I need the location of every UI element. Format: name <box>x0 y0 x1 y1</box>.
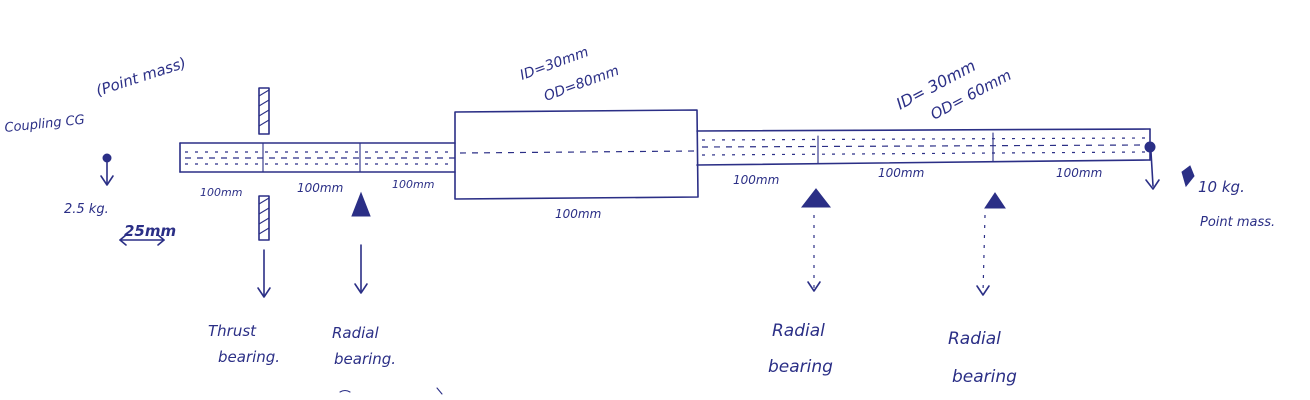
radial-bearing-1-icon <box>351 191 371 294</box>
right-shaft <box>696 128 1151 166</box>
coupling-mass: 2.5 kg. <box>64 202 109 217</box>
radial-bearing-1-label-line2: bearing. <box>334 350 396 368</box>
seg6-dimension: 100mm <box>878 166 924 180</box>
thrust-bearing-label-line2: bearing. <box>218 348 280 366</box>
offset-dimension-arrow <box>119 234 165 246</box>
radial-bearing-2-label-line2: bearing <box>768 357 833 377</box>
seg2-dimension: 100mm <box>297 181 343 195</box>
left-shaft <box>179 142 456 173</box>
radial-bearing-3-label-line2: bearing <box>952 367 1017 387</box>
radial-bearing-1-label-line1: Radial <box>332 324 379 342</box>
stray-mark <box>339 389 351 393</box>
seg5-dimension: 100mm <box>733 173 779 187</box>
right-bore-centerline <box>701 144 1146 148</box>
radial-bearing-3-label-line1: Radial <box>948 329 1001 349</box>
coupling-label: Coupling CG <box>4 113 86 136</box>
seg7-dimension: 100mm <box>1056 166 1102 180</box>
right-mass-note: Point mass. <box>1200 215 1275 230</box>
seg1-dimension: 100mm <box>200 186 242 199</box>
thrust-bearing-label-line1: Thrust <box>208 322 257 340</box>
right-mass: 10 kg. <box>1198 178 1245 196</box>
stray-mark <box>436 387 443 395</box>
large-bore-centerline <box>459 150 698 154</box>
coupling-mass-marker-icon <box>100 153 114 186</box>
seg3-dimension: 100mm <box>392 178 434 191</box>
thrust-bearing-icon <box>257 87 271 298</box>
coupling-offset: 25mm <box>124 222 176 240</box>
point-mass-note: (Point mass) <box>94 54 189 100</box>
large-seg-dimension: 100mm <box>555 207 601 221</box>
large-diameter-section <box>454 109 699 200</box>
radial-bearing-2-label-line1: Radial <box>772 321 825 341</box>
radial-bearing-3-icon <box>976 192 1006 296</box>
end-mass-marker-icon <box>1144 141 1195 190</box>
radial-bearing-2-icon <box>800 188 832 292</box>
